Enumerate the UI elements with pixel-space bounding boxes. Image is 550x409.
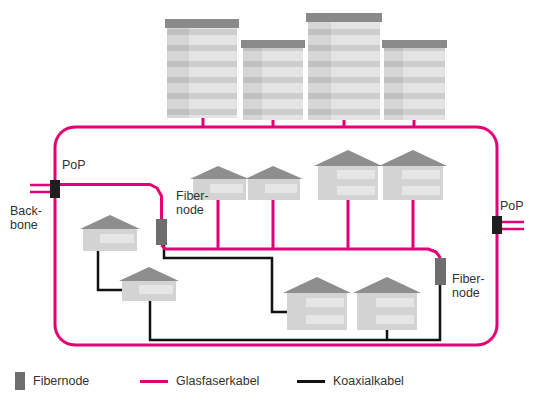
legend-text: Glasfaserkabel — [176, 374, 259, 388]
house-roof — [353, 277, 421, 293]
fiber-cable — [55, 127, 497, 216]
node-label: Fiber- node — [452, 272, 492, 300]
apartment-building — [167, 28, 237, 118]
building-shade — [308, 22, 331, 120]
apartment-buildings — [165, 13, 447, 120]
coax-cable — [150, 285, 440, 340]
house-window-band — [306, 298, 344, 307]
legend-swatch — [15, 372, 25, 390]
house-window-band — [265, 184, 297, 193]
legend-item: Koaxialkabel — [297, 372, 404, 390]
house — [248, 179, 300, 200]
fiber-cable — [60, 185, 162, 220]
legend-item: Fibernode — [15, 372, 89, 390]
houses — [80, 150, 447, 330]
house — [83, 229, 137, 251]
house — [383, 166, 443, 200]
house-roof — [314, 150, 382, 166]
house-roof — [245, 166, 303, 179]
house-window-band — [376, 298, 414, 307]
building-roof — [306, 13, 382, 22]
coax-cable — [98, 251, 122, 290]
node-label: PoP — [500, 199, 540, 213]
pop-block: PoP — [50, 180, 60, 198]
house-window-band — [210, 184, 243, 193]
house-window-band — [402, 186, 440, 195]
pop-block: PoP — [492, 216, 502, 234]
legend-line-sample — [140, 380, 168, 383]
legend-text: Koaxialkabel — [333, 374, 404, 388]
building-shade — [384, 48, 403, 120]
building-roof — [165, 19, 239, 28]
house-roof — [80, 215, 140, 229]
house — [287, 293, 347, 330]
backbone-line — [30, 191, 52, 194]
backbone-line — [500, 221, 524, 224]
coax-cable — [386, 330, 389, 340]
fiber-cable — [162, 245, 441, 258]
house — [357, 293, 417, 330]
house-window-band — [139, 285, 173, 294]
house-window-band — [306, 315, 344, 324]
legend-line-sample — [297, 380, 325, 383]
house-roof — [190, 166, 249, 179]
fiber-cable — [55, 198, 497, 345]
coax-cable — [164, 245, 287, 312]
node-label: PoP — [62, 158, 102, 172]
building-roof — [382, 40, 447, 48]
backbone-line — [30, 184, 52, 187]
building-shade — [243, 48, 262, 120]
fibernode-block: Fiber- node — [156, 219, 167, 245]
house-window-band — [100, 234, 134, 243]
fiber-drop — [412, 200, 415, 249]
building-shade — [167, 28, 189, 118]
coax-cables — [98, 245, 440, 340]
building-roof — [241, 40, 305, 48]
house-window-band — [337, 186, 375, 195]
house-window-band — [402, 170, 440, 179]
house — [318, 166, 378, 200]
legend-text: Fibernode — [33, 374, 89, 388]
fiber-drop — [347, 200, 350, 249]
apartment-building — [384, 48, 445, 120]
fiber-drop — [217, 200, 220, 249]
backbone-line — [500, 228, 524, 231]
house-roof — [379, 150, 447, 166]
house-roof — [119, 267, 179, 281]
house-roof — [283, 277, 351, 293]
apartment-building — [308, 22, 380, 120]
fibernode-block: Fiber- node — [435, 258, 446, 285]
backbone-label: Back- bone — [10, 204, 48, 232]
house-window-band — [376, 315, 414, 324]
house-window-band — [337, 170, 375, 179]
house — [122, 281, 176, 301]
legend-item: Glasfaserkabel — [140, 372, 259, 390]
apartment-building — [243, 48, 303, 120]
fiber-drop — [272, 200, 275, 249]
fiber-connectors — [55, 127, 497, 345]
node-label: Fiber- node — [176, 189, 216, 217]
